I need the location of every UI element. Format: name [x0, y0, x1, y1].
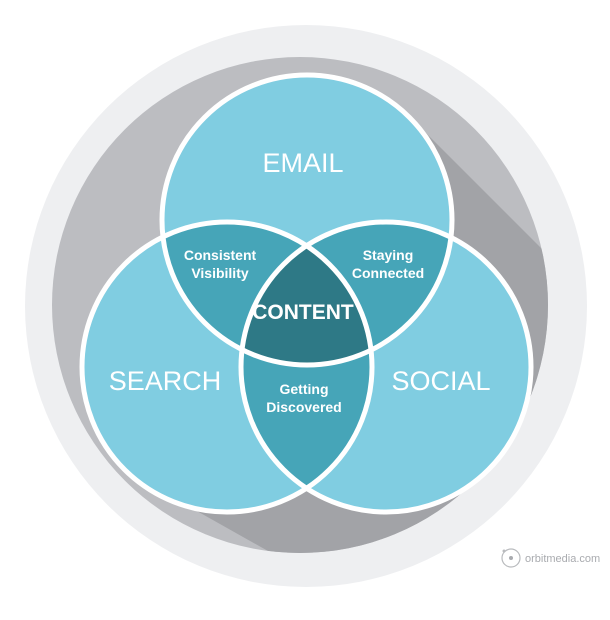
consistent-visibility-label-line2: Visibility — [191, 265, 249, 281]
email-label: EMAIL — [262, 148, 343, 178]
staying-connected-label-line2: Connected — [352, 265, 424, 281]
getting-discovered-label-line1: Getting — [280, 381, 329, 397]
getting-discovered-label-line2: Discovered — [266, 399, 341, 415]
social-label: SOCIAL — [391, 366, 490, 396]
consistent-visibility-label-line1: Consistent — [184, 247, 257, 263]
orbit-logo-icon — [501, 548, 521, 568]
content-label: CONTENT — [252, 301, 354, 324]
content-overlap — [241, 222, 372, 365]
search-label: SEARCH — [109, 366, 222, 396]
circle-outlines — [79, 72, 534, 515]
watermark-text: orbitmedia.com — [525, 553, 600, 565]
orbitmedia-watermark: orbitmedia.com — [501, 548, 600, 568]
staying-connected-label-line1: Staying — [363, 247, 414, 263]
